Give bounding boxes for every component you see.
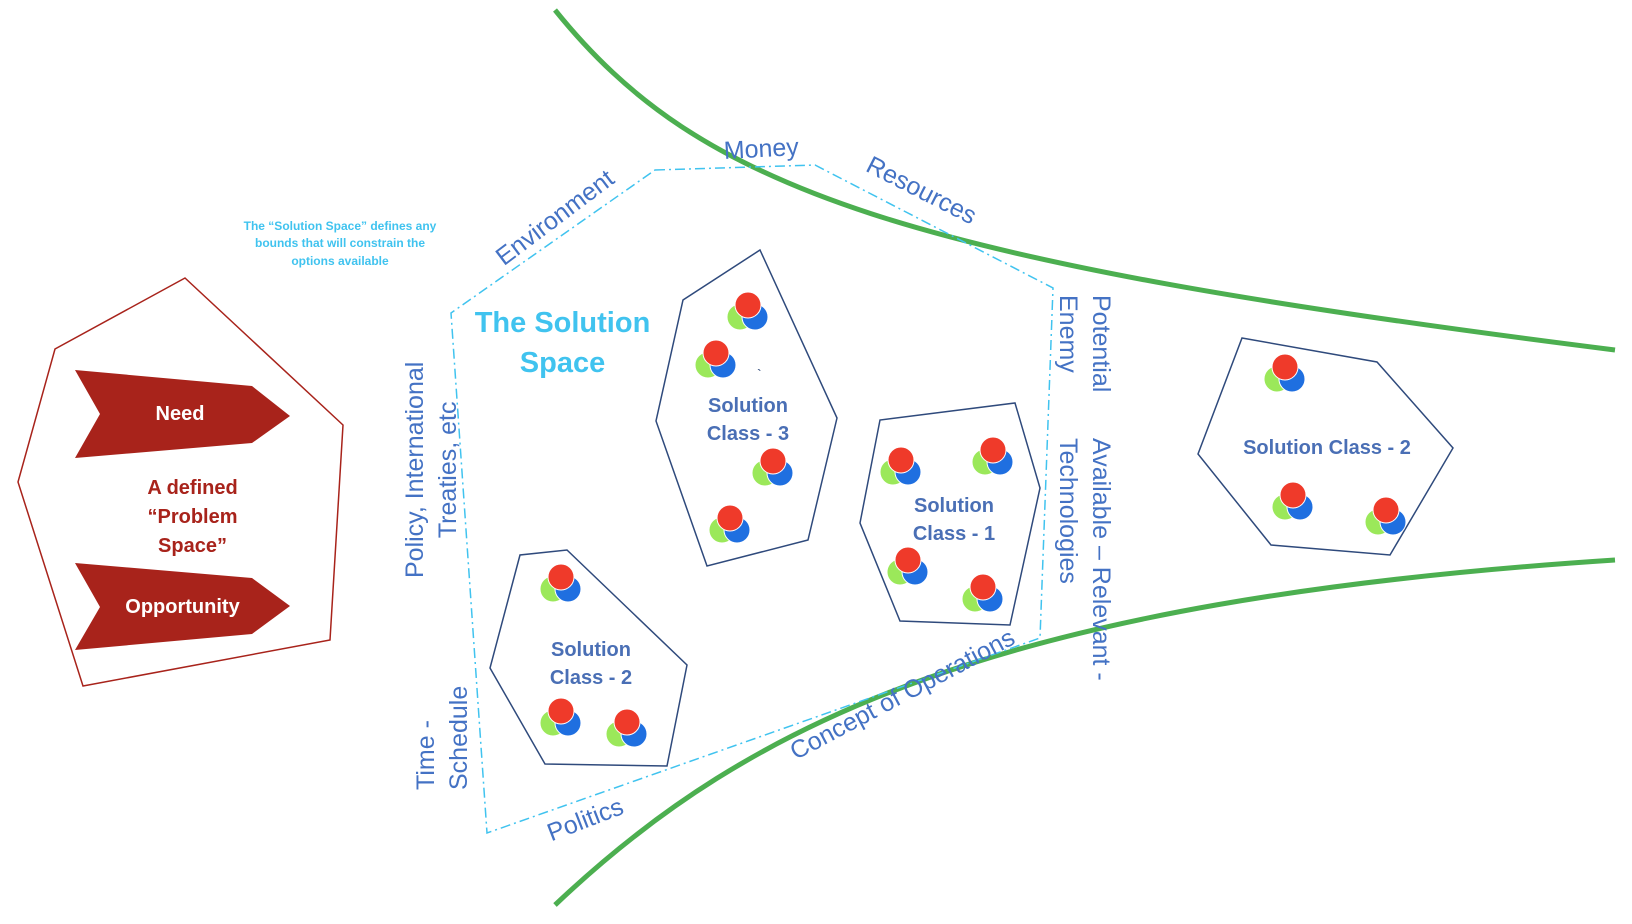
stray-tick-mark: ` [757, 366, 762, 382]
class3-line-1: Solution [708, 395, 788, 417]
constraint-time-schedule: Time - Schedule [410, 686, 476, 790]
lower-boundary-curve [553, 557, 1616, 907]
caption-line-3: options available [291, 253, 389, 268]
option-cluster-2 [694, 339, 737, 379]
red-ball [716, 504, 744, 532]
constraint-policy: Policy, International Treaties, etc [399, 362, 465, 578]
problem-title-line-3: Space” [158, 535, 227, 557]
policy-line-1: Policy, International [401, 361, 429, 578]
option-cluster-6 [971, 436, 1014, 476]
time-line-2: Schedule [445, 685, 473, 790]
solution-class-1-label: Solution Class - 1 [894, 492, 1014, 548]
red-ball [1271, 353, 1299, 381]
option-cluster-5 [879, 446, 922, 486]
solution-class-3-label: Solution Class - 3 [688, 392, 808, 448]
red-ball [979, 436, 1007, 464]
red-ball [734, 291, 762, 319]
solution-class-1-outline [859, 402, 1041, 626]
upper-boundary-curve [553, 8, 1616, 353]
solution-class-2-right-label: Solution Class - 2 [1243, 437, 1411, 459]
red-ball [759, 447, 787, 475]
option-cluster-11 [605, 708, 648, 748]
red-ball [894, 546, 922, 574]
tech-line-2: Technologies [1054, 438, 1082, 584]
solution-title-line-1: The Solution [474, 307, 651, 339]
option-cluster-7 [886, 546, 929, 586]
red-ball [547, 563, 575, 591]
solution-space-outline [450, 164, 1054, 835]
solution-space-title: The Solution Space [460, 303, 665, 383]
problem-space-outline [17, 277, 344, 687]
problem-title-line-1: A defined [147, 477, 238, 499]
need-arrow [75, 370, 290, 458]
red-ball [613, 708, 641, 736]
option-cluster-8 [961, 573, 1004, 613]
option-cluster-10 [539, 697, 582, 737]
option-cluster-3 [751, 447, 794, 487]
opportunity-arrow [75, 563, 290, 650]
solution-class-3-outline [655, 248, 838, 567]
red-ball [969, 573, 997, 601]
enemy-line-1: Potential [1087, 295, 1115, 393]
opportunity-label: Opportunity [125, 596, 240, 618]
caption-line-2: bounds that will constrain the [254, 236, 425, 251]
option-cluster-13 [1271, 481, 1314, 521]
problem-title-line-2: “Problem [147, 506, 238, 528]
solution-title-line-2: Space [519, 347, 606, 380]
class1-line-2: Class - 1 [912, 523, 996, 545]
red-ball [1279, 481, 1307, 509]
red-ball [887, 446, 915, 474]
caption: The “Solution Space” defines any bounds … [230, 218, 450, 270]
class1-line-1: Solution [914, 495, 994, 517]
policy-line-2: Treaties, etc [434, 401, 462, 539]
need-label: Need [155, 403, 205, 425]
red-ball [547, 697, 575, 725]
solution-class-2-left-outline [489, 549, 688, 767]
constraint-money: Money [723, 133, 800, 165]
tech-line-1: Available – Relevant - [1087, 438, 1115, 681]
option-cluster-4 [708, 504, 751, 544]
option-cluster-1 [726, 291, 769, 331]
caption-line-1: The “Solution Space” defines any [243, 219, 437, 233]
solution-class-2-right-outline [1197, 337, 1454, 556]
time-line-1: Time - [412, 720, 440, 790]
option-cluster-9 [539, 563, 582, 603]
constraint-available-technologies: Available – Relevant - Technologies [1051, 438, 1117, 681]
option-cluster-14 [1364, 496, 1407, 536]
enemy-line-2: Enemy [1054, 295, 1082, 373]
class2a-line-1: Solution [551, 639, 631, 661]
solution-option-clusters [539, 291, 1407, 748]
class2a-line-2: Class - 2 [549, 667, 633, 689]
solution-class-2-left-label: Solution Class - 2 [531, 636, 651, 692]
class3-line-2: Class - 3 [706, 423, 790, 445]
constraint-potential-enemy: Potential Enemy [1051, 295, 1117, 392]
option-cluster-12 [1263, 353, 1306, 393]
red-ball [702, 339, 730, 367]
red-ball [1372, 496, 1400, 524]
problem-space-title: A defined “Problem Space” [120, 474, 265, 561]
